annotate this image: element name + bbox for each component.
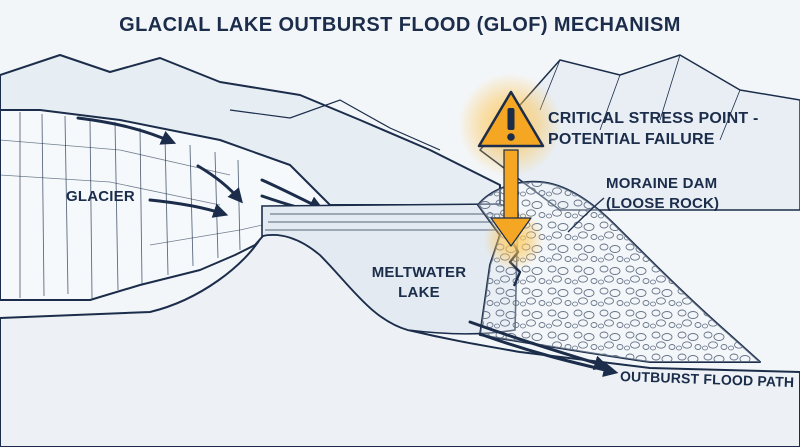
moraine-leader: [567, 197, 605, 233]
stress-arrow: [490, 149, 532, 247]
diagram-title: GLACIAL LAKE OUTBURST FLOOD (GLOF) MECHA…: [119, 14, 681, 36]
moraine-dam-label: MORAINE DAM (LOOSE ROCK): [606, 174, 719, 214]
critical-stress-label-line-2: POTENTIAL FAILURE: [548, 131, 715, 148]
moraine-dam-label-line-1: MORAINE DAM: [606, 175, 718, 192]
flood-path-arrows: [468, 320, 619, 377]
warning-triangle-icon: [477, 90, 545, 148]
glacier-label: GLACIER: [66, 188, 135, 205]
meltwater-lake-label-line-2: LAKE: [398, 284, 440, 301]
moraine-dam-label-line-2: (LOOSE ROCK): [606, 195, 720, 212]
meltwater-lake-label-line-1: MELTWATER: [371, 264, 467, 281]
critical-stress-label-line-1: CRITICAL STRESS POINT -: [548, 110, 759, 127]
critical-stress-label: CRITICAL STRESS POINT - POTENTIAL FAILUR…: [548, 108, 759, 150]
meltwater-lake-label: MELTWATER LAKE: [364, 263, 474, 303]
